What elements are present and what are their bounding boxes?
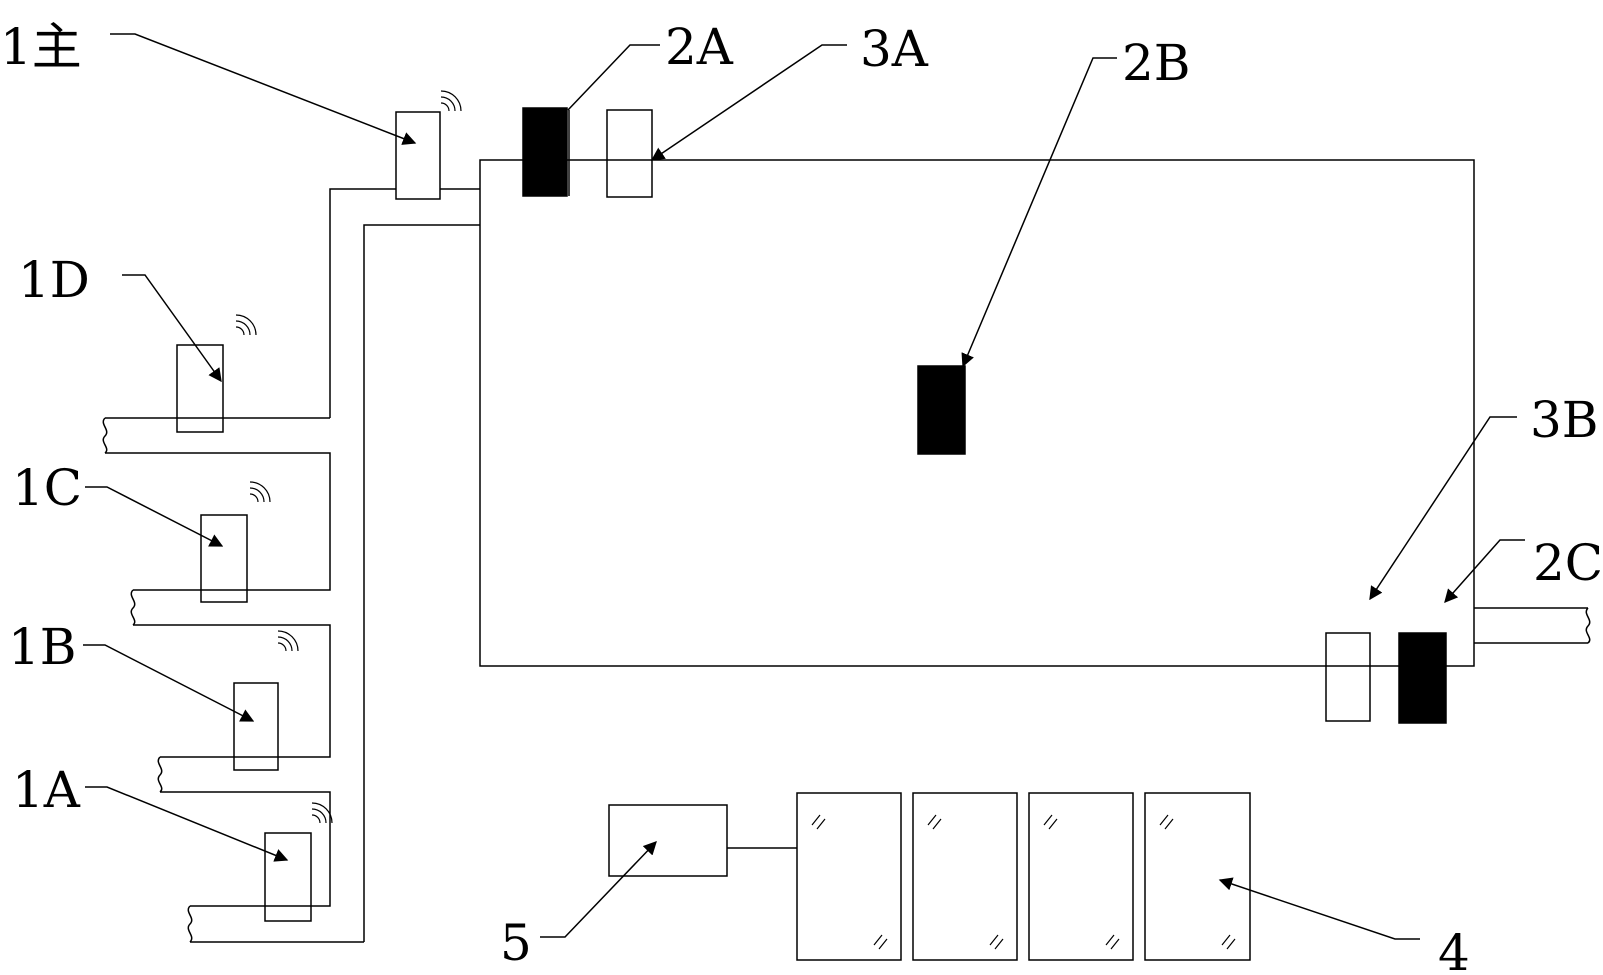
label-sensor-1c: 1C <box>12 459 82 517</box>
panel <box>1144 792 1251 961</box>
label-sensor-1d: 1D <box>18 251 90 309</box>
device-3b <box>1325 632 1371 722</box>
device-2c <box>1398 632 1447 724</box>
label-sensor-1b: 1B <box>8 618 77 676</box>
main-pipes <box>329 188 480 942</box>
sensor-1d <box>176 314 257 433</box>
label-device-2c: 2C <box>1533 534 1603 592</box>
outlet-pipe <box>1474 607 1591 644</box>
sensor-1b <box>233 630 299 771</box>
device-2b <box>917 365 966 455</box>
sensor-1a <box>264 802 333 922</box>
label-item-5: 5 <box>500 914 532 972</box>
sensor-1c <box>200 481 271 603</box>
controller-box <box>608 804 728 877</box>
label-device-2b: 2B <box>1122 34 1191 92</box>
label-sensor-1a: 1A <box>12 761 81 819</box>
leader-lines <box>83 33 1525 940</box>
device-3a <box>606 109 653 198</box>
label-device-2a: 2A <box>665 18 734 76</box>
label-device-3a: 3A <box>860 20 929 78</box>
label-sensor-main: 1主 <box>0 18 82 76</box>
branch-pipes <box>102 417 364 943</box>
panel <box>1028 792 1134 961</box>
label-item-4: 4 <box>1438 924 1470 975</box>
panel <box>912 792 1018 961</box>
label-device-3b: 3B <box>1530 391 1599 449</box>
panel <box>796 792 902 961</box>
room-outline <box>479 159 1475 667</box>
panel-group <box>796 792 1251 961</box>
sensor-main <box>395 90 462 200</box>
device-2a <box>522 107 570 197</box>
